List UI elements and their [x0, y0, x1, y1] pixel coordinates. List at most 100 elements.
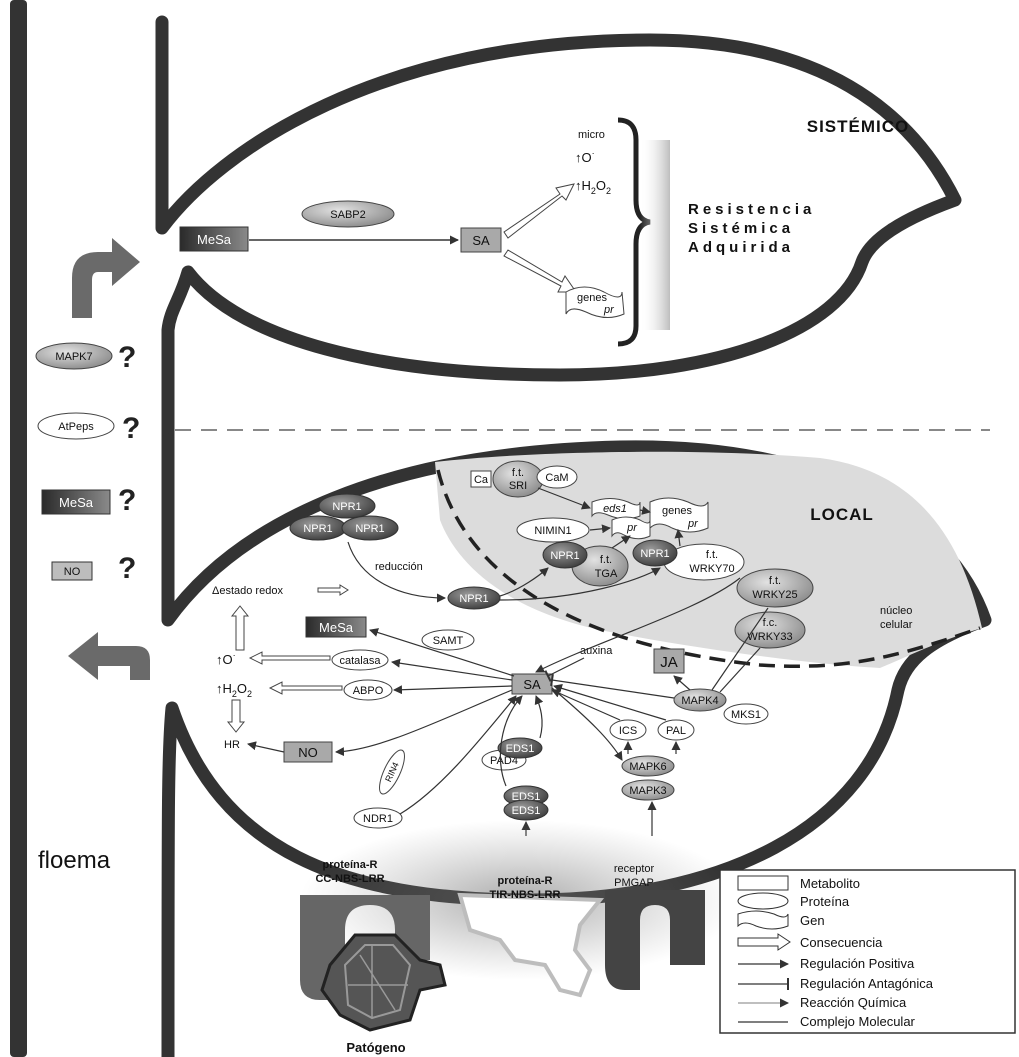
no-signal: NO ? — [52, 552, 136, 585]
mapk4-antagonism — [552, 680, 674, 698]
o-radical-label: ↑O· — [575, 148, 595, 165]
cam-protein: CaM — [537, 466, 577, 488]
catalasa-protein: catalasa — [332, 650, 388, 670]
mapk6-label: MAPK6 — [629, 761, 666, 773]
wrky33-protein: f.c. WRKY33 — [735, 612, 805, 648]
legend-swatch-protein — [738, 893, 788, 909]
mapk4-label: MAPK4 — [681, 695, 718, 707]
sa-to-abpo-line — [394, 686, 512, 690]
h2o2-local-label: ↑H2O2 — [216, 681, 252, 699]
no-label: NO — [298, 745, 318, 760]
mesa-local-box: MeSa — [306, 617, 366, 637]
abpo-label: ABPO — [353, 685, 384, 697]
npr1-label: NPR1 — [332, 501, 361, 513]
pal-to-sa-arrow — [554, 686, 666, 720]
legend: Metabolito Proteína Gen Consecuencia Reg… — [720, 870, 1015, 1033]
ft-label: f.t. — [769, 575, 781, 587]
cam-label: CaM — [545, 472, 568, 484]
question-mark-icon: ? — [118, 484, 136, 517]
h2o2-to-hr-arrow — [228, 700, 244, 732]
wrky25-label: WRKY25 — [752, 589, 797, 601]
systemic-title: SISTÉMICO — [807, 117, 910, 136]
pathogen-label: Patógeno — [346, 1040, 405, 1055]
sar-shade — [640, 140, 670, 330]
sa-to-mapk-arrow — [552, 688, 622, 760]
mesa-label: MeSa — [59, 495, 94, 510]
rcc-label-line2: CC-NBS-LRR — [315, 873, 384, 885]
receptor-label-line1: receptor — [614, 863, 655, 875]
ics-to-sa-arrow — [552, 690, 620, 720]
ics-protein: ICS — [610, 720, 646, 740]
local-title: LOCAL — [810, 505, 874, 524]
sa-to-catalasa-line — [392, 662, 512, 680]
mapk3-protein: MAPK3 — [622, 780, 674, 800]
redox-state-label: Δestado redox — [212, 585, 283, 597]
rcc-label-line1: proteína-R — [323, 859, 378, 871]
ndr1-protein: NDR1 — [354, 808, 402, 828]
ca-label: Ca — [474, 474, 489, 486]
pal-label: PAL — [666, 725, 686, 737]
pr-label: pr — [603, 304, 615, 316]
nimin1-label: NIMIN1 — [534, 525, 571, 537]
no-local-box: NO — [284, 742, 332, 762]
question-mark-icon: ? — [118, 341, 136, 374]
upward-transport-arrow — [72, 238, 140, 318]
samt-protein: SAMT — [422, 630, 474, 650]
rtir-label-line2: TIR-NBS-LRR — [490, 889, 561, 901]
o-local-label: ↑O· — [216, 650, 236, 667]
sa-label: SA — [472, 233, 490, 248]
mks1-protein: MKS1 — [724, 704, 768, 724]
legend-label-gene: Gen — [800, 913, 825, 928]
phloem-wall — [10, 0, 27, 1057]
atpeps-label: AtPeps — [58, 421, 94, 433]
pal-protein: PAL — [658, 720, 694, 740]
fc-label: f.c. — [763, 617, 778, 629]
npr1-label: NPR1 — [355, 523, 384, 535]
ics-label: ICS — [619, 725, 637, 737]
legend-label-protein: Proteína — [800, 894, 850, 909]
pr1-label: pr — [626, 522, 638, 534]
abpo-consequence-arrow — [270, 682, 342, 694]
mapk6-protein: MAPK6 — [622, 756, 674, 776]
npr1-label: NPR1 — [459, 593, 488, 605]
consequence-arrow-up — [504, 184, 574, 238]
mapk3-label: MAPK3 — [629, 785, 666, 797]
eds1-label: EDS1 — [512, 805, 541, 817]
mesa-label: MeSa — [319, 620, 354, 635]
o-to-redox-arrow — [232, 606, 248, 650]
npr1-label: NPR1 — [303, 523, 332, 535]
atpeps-signal: AtPeps ? — [38, 412, 140, 445]
mapk4-to-ja-arrow — [674, 676, 690, 690]
nucleus-label-line1: núcleo — [880, 605, 912, 617]
sabp2-protein: SABP2 — [302, 201, 394, 227]
eds1-dimer: EDS1 EDS1 — [504, 786, 548, 820]
sar-line-3: Adquirida — [688, 239, 794, 256]
mapk7-label: MAPK7 — [55, 351, 92, 363]
eds1-gene-label: eds1 — [603, 503, 627, 515]
legend-label-consequence: Consecuencia — [800, 935, 883, 950]
ja-box: JA — [654, 649, 684, 673]
catalasa-label: catalasa — [340, 655, 382, 667]
ft-label: f.t. — [600, 554, 612, 566]
mesa-label: MeSa — [197, 232, 232, 247]
npr1-label: NPR1 — [550, 550, 579, 562]
ft-label: f.t. — [706, 549, 718, 561]
samt-label: SAMT — [433, 635, 464, 647]
ft-label: f.t. — [512, 467, 524, 479]
wrky33-label: WRKY33 — [747, 631, 792, 643]
ca-box: Ca — [471, 471, 491, 487]
question-mark-icon: ? — [122, 412, 140, 445]
consequence-arrow-down — [504, 250, 576, 292]
h2o2-systemic-label: ↑H2O2 — [575, 178, 611, 196]
abpo-protein: ABPO — [344, 680, 392, 700]
question-mark-icon: ? — [118, 552, 136, 585]
no-to-hr-arrow — [248, 744, 284, 752]
npr1-monomer: NPR1 — [448, 587, 500, 609]
eds1-label: EDS1 — [506, 743, 535, 755]
genes-label: genes — [662, 505, 692, 517]
pad4-to-sa-arrow — [536, 696, 542, 738]
tga-label: TGA — [595, 568, 618, 580]
mesa-systemic-box: MeSa — [180, 227, 248, 251]
legend-label-reaction: Reacción Química — [800, 995, 907, 1010]
rin4-protein: RIN4 — [375, 747, 410, 797]
